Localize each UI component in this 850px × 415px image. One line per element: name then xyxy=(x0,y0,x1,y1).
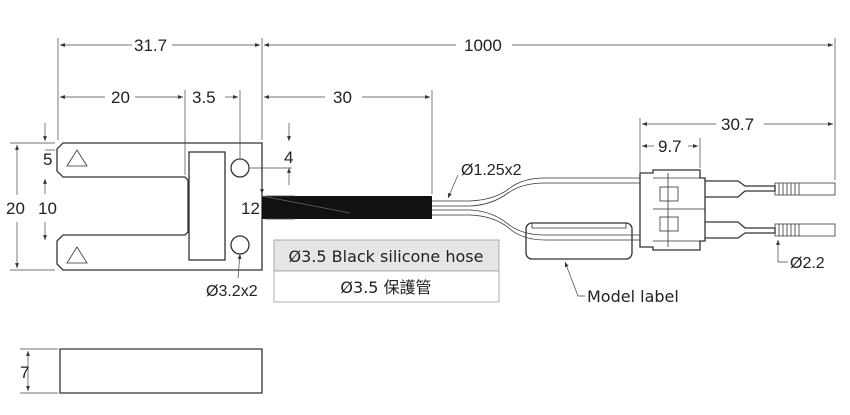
dimension-sensor-width: 31.7 xyxy=(134,36,167,55)
mount-hole-lower xyxy=(230,235,250,255)
model-label-text: Model label xyxy=(587,287,679,306)
dimension-connector-length: 30.7 xyxy=(721,115,754,134)
model-label-tag xyxy=(525,222,633,260)
dimension-hose-length: 30 xyxy=(333,88,352,107)
sensor-body xyxy=(56,142,263,271)
callout-model-label: Model label xyxy=(564,261,679,306)
dimension-pin-length: 9.7 xyxy=(658,137,682,156)
connector xyxy=(639,169,836,251)
dimension-mount-offset: 3.5 xyxy=(192,88,216,107)
dimension-lines xyxy=(15,43,833,268)
wires xyxy=(432,177,640,241)
triangle-mark-lower xyxy=(66,246,88,264)
hole-diameter-label: Ø3.2x2 xyxy=(206,283,258,300)
dimension-sensor-height: 12 xyxy=(241,199,260,218)
hose-spec-english: Ø3.5 Black silicone hose xyxy=(289,247,484,266)
mount-hole-upper xyxy=(230,158,250,178)
dimension-total-height: 20 xyxy=(6,199,25,218)
black-silicone-hose xyxy=(261,195,432,219)
dimension-overall-length: 1000 xyxy=(464,36,502,55)
hose-spec-table: Ø3.5 Black silicone hose Ø3.5 保護管 xyxy=(273,239,500,303)
extension-lines xyxy=(10,38,836,271)
wire-diameter-label: Ø1.25x2 xyxy=(461,162,522,179)
triangle-mark-upper xyxy=(66,149,88,167)
callout-hole-diameter: Ø3.2x2 xyxy=(206,253,258,300)
dimension-thickness: 7 xyxy=(20,363,29,382)
dimension-upper-arm: 5 xyxy=(43,150,52,169)
dimension-hole-offset: 4 xyxy=(284,148,293,167)
dimension-slot-depth: 20 xyxy=(111,88,130,107)
callout-wire-diameter: Ø1.25x2 xyxy=(447,162,522,199)
side-view: 7 xyxy=(20,348,263,394)
mount-block xyxy=(188,151,226,261)
pin-diameter-label: Ø2.2 xyxy=(790,255,825,272)
hose-spec-chinese: Ø3.5 保護管 xyxy=(340,278,431,297)
dimension-slot-width: 10 xyxy=(38,199,57,218)
callout-pin-diameter: Ø2.2 xyxy=(776,240,825,272)
